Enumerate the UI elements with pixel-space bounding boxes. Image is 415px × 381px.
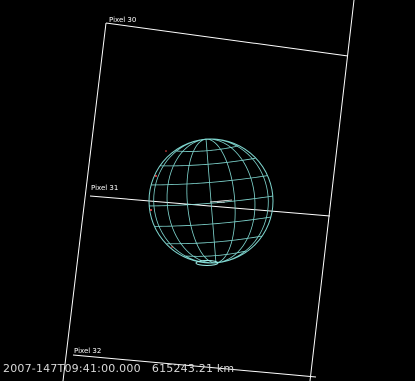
status-bar: 2007-147T09:41:00.000 615243.21 km <box>3 362 234 375</box>
meridian-line <box>205 139 217 263</box>
globe: Rhea <box>148 138 274 266</box>
pixel-32-top-edge <box>72 354 317 378</box>
limb-marks <box>150 150 173 248</box>
range-readout: 615243.21 km <box>151 362 235 375</box>
footprint-right-edge <box>309 0 355 381</box>
pixel-31-top-edge <box>89 195 331 217</box>
limb-mark <box>150 209 152 211</box>
meridian-line <box>206 138 236 264</box>
limb-mark <box>171 246 173 248</box>
meridian-line <box>153 138 216 264</box>
pixel-30-label: Pixel 30 <box>109 16 136 24</box>
body-name-label: Rhea <box>217 200 225 204</box>
meridian-line <box>166 138 216 264</box>
limb-mark <box>155 175 157 177</box>
timestamp-readout: 2007-147T09:41:00.000 <box>3 362 141 375</box>
pixel-32-label: Pixel 32 <box>74 347 101 355</box>
pixel-30-top-edge <box>105 22 349 57</box>
south-pole-highlight <box>195 260 219 266</box>
limb-mark <box>165 150 167 152</box>
meridian-line <box>206 138 269 264</box>
pixel-31-label: Pixel 31 <box>91 184 118 192</box>
meridian-line <box>186 138 216 264</box>
sub-spacecraft-marker <box>209 199 233 203</box>
meridian-line <box>206 138 256 264</box>
footprint-left-edge <box>62 22 107 381</box>
lat-lon-grid <box>149 138 273 264</box>
